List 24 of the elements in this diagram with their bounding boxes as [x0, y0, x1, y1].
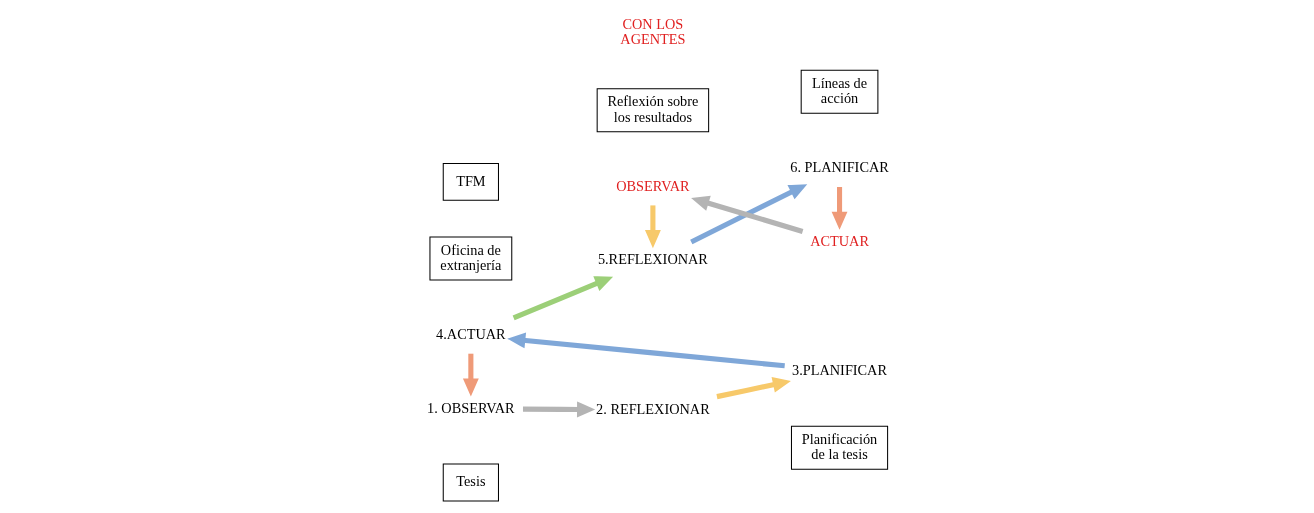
arrow: [506, 332, 785, 368]
node-text: 2. REFLEXIONAR: [595, 400, 710, 417]
node-box: Oficina de extranjería: [428, 236, 512, 280]
node-text: OBSERVAR: [615, 177, 690, 194]
node-box: Reflexión sobre los resultados: [596, 87, 709, 132]
node-box: Líneas de acción: [800, 69, 878, 114]
node-box: TFM: [442, 162, 499, 201]
arrow: [831, 186, 847, 230]
arrow: [715, 376, 791, 399]
node-text: 6. PLANIFICAR: [789, 158, 889, 175]
arrow: [462, 353, 479, 397]
arrow: [522, 401, 595, 417]
node-box: Planificación de la tesis: [790, 425, 888, 470]
node-text: CON LOS AGENTES: [619, 15, 685, 47]
node-text: ACTUAR: [809, 232, 869, 249]
arrow: [690, 195, 803, 234]
node-text: 1. OBSERVAR: [426, 399, 515, 416]
arrow: [512, 275, 613, 320]
node-box: Tesis: [442, 463, 499, 501]
node-text: 4.ACTUAR: [435, 325, 506, 342]
arrow: [689, 183, 807, 244]
node-text: 5.REFLEXIONAR: [597, 250, 708, 267]
node-text: 3.PLANIFICAR: [791, 361, 887, 378]
arrow: [644, 204, 661, 248]
